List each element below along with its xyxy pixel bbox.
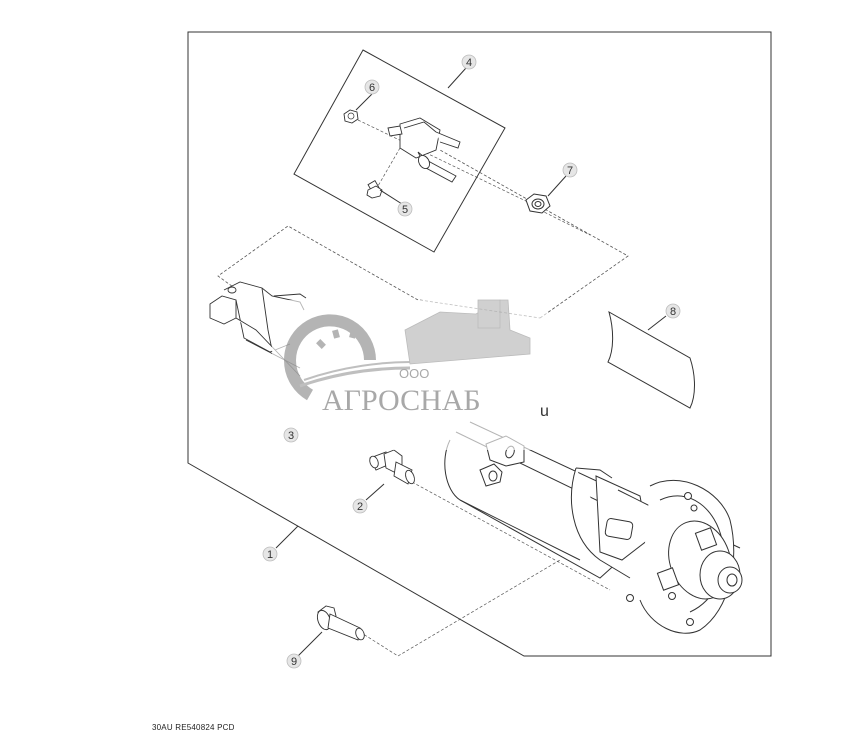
svg-text:6: 6 [369, 82, 375, 94]
svg-text:1: 1 [267, 549, 273, 561]
diagram-footer-code: 30AU RE540824 PCD [152, 723, 235, 732]
watermark-name: АГРОСНАБ [322, 384, 481, 417]
part-6-nut[interactable] [343, 109, 359, 124]
svg-text:8: 8 [670, 306, 676, 318]
callout-3[interactable]: 3 [283, 427, 299, 443]
callout-5[interactable]: 5 [397, 201, 413, 217]
part-9-flange-bolt[interactable] [315, 605, 366, 641]
svg-text:3: 3 [288, 430, 294, 442]
part-5-bolt[interactable] [366, 180, 383, 199]
callout-7[interactable]: 7 [562, 162, 578, 178]
part-8-seal[interactable] [607, 310, 695, 409]
callout-6[interactable]: 6 [364, 79, 380, 95]
watermark-logo: ООО АГРОСНАБ [272, 299, 548, 450]
svg-text:4: 4 [466, 57, 472, 69]
watermark-prefix: ООО [399, 366, 429, 381]
part-4-terminal[interactable] [387, 117, 461, 183]
part-7-nut[interactable] [525, 193, 551, 214]
svg-text:5: 5 [402, 204, 408, 216]
callout-9[interactable]: 9 [286, 653, 302, 669]
subassembly-4-frame [293, 49, 506, 253]
part-3-dashed-outline [217, 225, 419, 301]
callout-1[interactable]: 1 [262, 546, 278, 562]
callout-2[interactable]: 2 [352, 498, 368, 514]
part-1-starter-motor[interactable] [444, 421, 743, 634]
watermark-suffix: u [540, 403, 549, 420]
part-2-stud[interactable] [368, 449, 416, 485]
svg-text:2: 2 [357, 501, 363, 513]
callout-8[interactable]: 8 [665, 303, 681, 319]
svg-text:9: 9 [291, 656, 297, 668]
callout-4[interactable]: 4 [461, 54, 477, 70]
assembly-frame [187, 31, 772, 657]
svg-text:7: 7 [567, 165, 573, 177]
